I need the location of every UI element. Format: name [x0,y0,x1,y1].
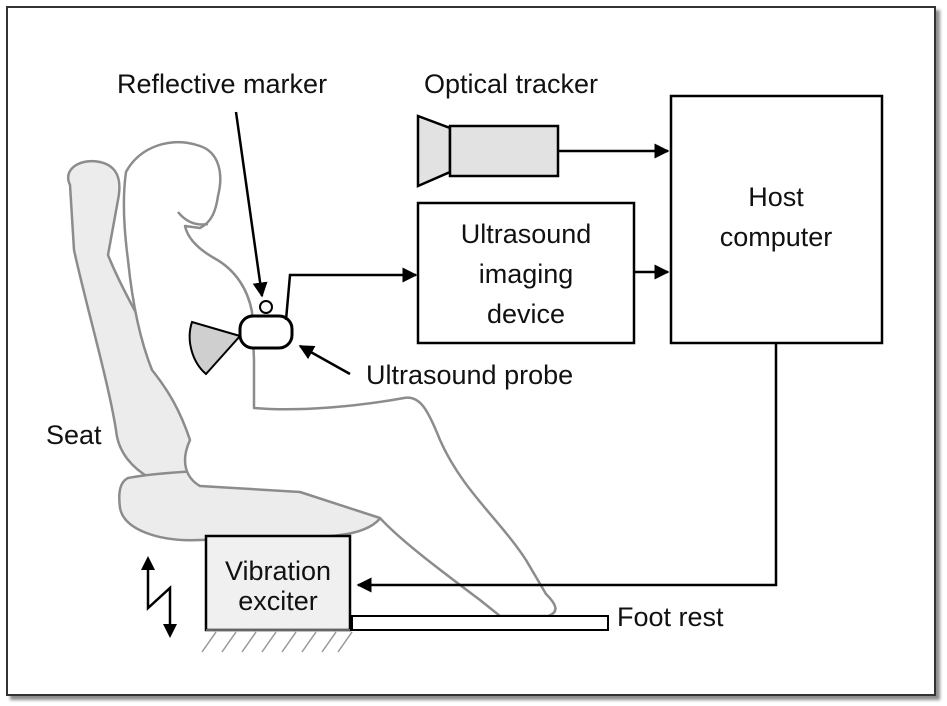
vibration-exciter [204,534,352,632]
face-line [177,211,209,226]
label-ultrasound-device-3: device [487,299,565,329]
label-optical-tracker: Optical tracker [424,69,598,99]
host-to-exciter-wire [356,343,778,593]
label-ultrasound-device-1: Ultrasound [461,219,592,249]
label-vibration-exciter-2: exciter [238,586,318,616]
person-outline [122,141,557,618]
foot-rest [351,615,609,631]
ground-hatch [201,629,353,653]
vibration-arrowhead-up [141,556,155,570]
ultrasound-beam [188,320,242,376]
label-foot-rest: Foot rest [617,602,724,632]
label-vibration-exciter-1: Vibration [225,556,331,586]
label-ultrasound-probe: Ultrasound probe [366,360,573,390]
camera-lens [416,114,452,188]
reflective-marker [259,300,273,314]
label-ultrasound-device-2: imaging [479,259,574,289]
camera-body [448,124,560,178]
label-seat: Seat [46,420,102,450]
host-computer [669,94,884,345]
probe-pointer [298,344,351,376]
label-reflective-marker: Reflective marker [117,69,327,99]
label-host-computer-1: Host [748,182,804,212]
label-host-computer-2: computer [720,222,833,252]
ultrasound-probe [238,314,294,350]
vibration-arrowhead-down [163,624,177,638]
marker-pointer [234,111,268,298]
probe-cable [284,267,418,321]
vibration-direction-icon [146,566,172,628]
